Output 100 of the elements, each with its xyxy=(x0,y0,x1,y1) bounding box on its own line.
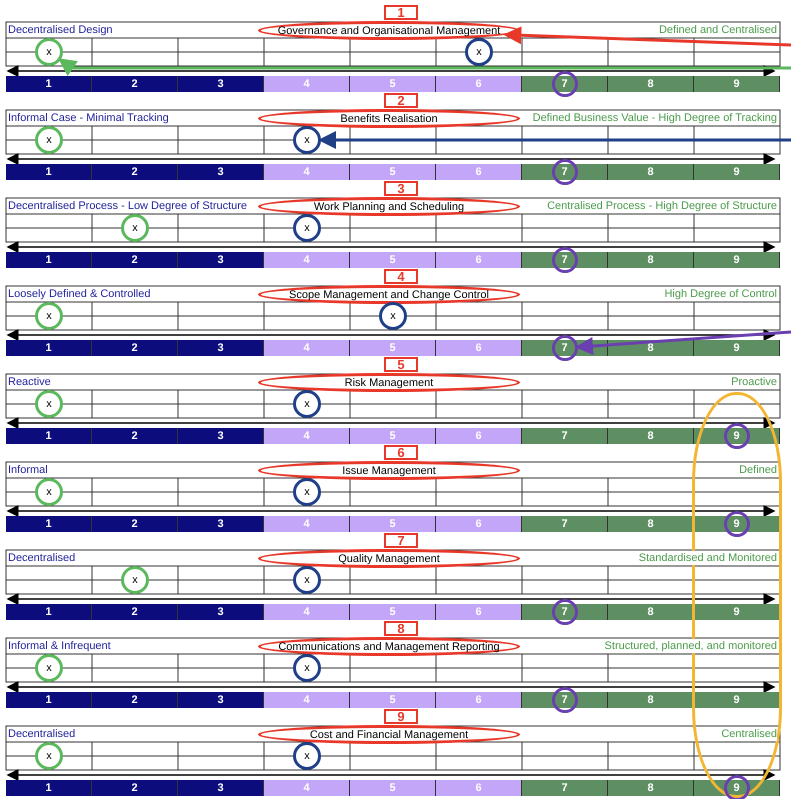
number-box: 8 xyxy=(384,621,418,636)
left-descriptor: Decentralised xyxy=(8,727,76,741)
right-descriptor: Centralised Process - High Degree of Structure xyxy=(547,199,777,213)
left-descriptor: Reactive xyxy=(8,375,51,389)
scale-cell: 1 xyxy=(6,164,92,180)
scale-cell: 1 xyxy=(6,780,92,796)
scale-cell: 4 xyxy=(264,516,350,532)
number-box: 3 xyxy=(384,181,418,196)
scale-cell: 5 xyxy=(350,340,436,356)
title-oval: Governance and Organisational Management xyxy=(258,21,520,40)
scale-cell: 6 xyxy=(436,604,522,620)
x-mark-circle: x xyxy=(293,654,321,682)
left-descriptor: Informal & Infrequent xyxy=(8,639,111,653)
x-mark-circle: x xyxy=(293,126,321,154)
x-mark-circle: x xyxy=(293,742,321,770)
scale-cell: 6 xyxy=(436,164,522,180)
title-oval: Issue Management xyxy=(258,461,520,480)
number-box: 4 xyxy=(384,269,418,284)
scale-cell: 1 xyxy=(6,428,92,444)
x-mark-circle: x xyxy=(293,390,321,418)
title-oval: Communications and Management Reporting xyxy=(258,637,520,656)
right-descriptor: High Degree of Control xyxy=(664,287,777,301)
scale-cell: 8 xyxy=(608,164,694,180)
scale-cell: 2 xyxy=(92,604,178,620)
highlight-circle xyxy=(552,599,578,625)
left-descriptor: Decentralised xyxy=(8,551,76,565)
scale-cell: 1 xyxy=(6,516,92,532)
scale-cell: 1 xyxy=(6,692,92,708)
scale-cell: 2 xyxy=(92,516,178,532)
scale-cell: 1 xyxy=(6,252,92,268)
number-box: 7 xyxy=(384,533,418,548)
scale-cell: 3 xyxy=(178,428,264,444)
number-box: 2 xyxy=(384,93,418,108)
scale-cell: 3 xyxy=(178,340,264,356)
scale-cell: 7 xyxy=(522,76,608,92)
left-descriptor: Decentralised Process - Low Degree of Structure xyxy=(8,199,248,213)
scale-cell: 1 xyxy=(6,604,92,620)
left-descriptor: Informal Case - Minimal Tracking xyxy=(8,111,169,125)
scale-cell: 3 xyxy=(178,516,264,532)
scale-cell: 4 xyxy=(264,692,350,708)
title-oval: Benefits Realisation xyxy=(258,109,520,128)
x-mark-circle: x xyxy=(379,302,407,330)
scale-cell: 7 xyxy=(522,164,608,180)
scale-cell: 6 xyxy=(436,252,522,268)
x-mark-circle: x xyxy=(35,38,63,66)
scale-cell: 5 xyxy=(350,252,436,268)
scale-cell: 6 xyxy=(436,340,522,356)
scale-cell: 3 xyxy=(178,780,264,796)
scale-cell: 5 xyxy=(350,780,436,796)
scale-cell: 3 xyxy=(178,164,264,180)
scale-cell: 7 xyxy=(522,780,608,796)
scale-cell: 2 xyxy=(92,252,178,268)
left-descriptor: Informal xyxy=(8,463,48,477)
scale-cell: 6 xyxy=(436,76,522,92)
left-descriptor: Decentralised Design xyxy=(8,23,113,37)
scale-cell: 7 xyxy=(522,692,608,708)
scale-cell: 9 xyxy=(694,692,780,708)
scale-cell: 1 xyxy=(6,340,92,356)
scale-cell: 2 xyxy=(92,340,178,356)
scale-cell: 5 xyxy=(350,76,436,92)
title-oval: Quality Management xyxy=(258,549,520,568)
x-mark-circle: x xyxy=(293,478,321,506)
scale-cell: 6 xyxy=(436,516,522,532)
highlight-circle xyxy=(552,71,578,97)
x-mark-circle: x xyxy=(293,214,321,242)
scale-cell: 8 xyxy=(608,516,694,532)
scale-cell: 1 xyxy=(6,76,92,92)
scale-cell: 9 xyxy=(694,164,780,180)
scale-cell: 5 xyxy=(350,164,436,180)
highlight-circle xyxy=(552,159,578,185)
scale-cell: 5 xyxy=(350,516,436,532)
scale-cell: 6 xyxy=(436,428,522,444)
scale-cell: 8 xyxy=(608,780,694,796)
highlight-circle xyxy=(552,687,578,713)
scale-cell: 6 xyxy=(436,780,522,796)
scale-cell: 3 xyxy=(178,604,264,620)
scale-cell: 4 xyxy=(264,780,350,796)
scale-cell: 5 xyxy=(350,692,436,708)
x-mark-circle: x xyxy=(35,742,63,770)
highlight-circle xyxy=(552,335,578,361)
number-box: 5 xyxy=(384,357,418,372)
x-mark-circle: x xyxy=(35,478,63,506)
highlight-circle xyxy=(724,775,750,799)
highlight-circle xyxy=(552,247,578,273)
x-mark-circle: x xyxy=(35,390,63,418)
left-descriptor: Loosely Defined & Controlled xyxy=(8,287,150,301)
scale-cell: 2 xyxy=(92,692,178,708)
scale-cell: 2 xyxy=(92,780,178,796)
scale-cell: 7 xyxy=(522,604,608,620)
scale-cell: 9 xyxy=(694,604,780,620)
scale-cell: 8 xyxy=(608,252,694,268)
x-mark-circle: x xyxy=(35,654,63,682)
x-mark-circle: x xyxy=(35,126,63,154)
scale-cell: 4 xyxy=(264,164,350,180)
scale-cell: 7 xyxy=(522,516,608,532)
number-box: 6 xyxy=(384,445,418,460)
scale-cell: 8 xyxy=(608,692,694,708)
scale-cell: 4 xyxy=(264,252,350,268)
number-box: 9 xyxy=(384,709,418,724)
x-mark-circle: x xyxy=(121,214,149,242)
